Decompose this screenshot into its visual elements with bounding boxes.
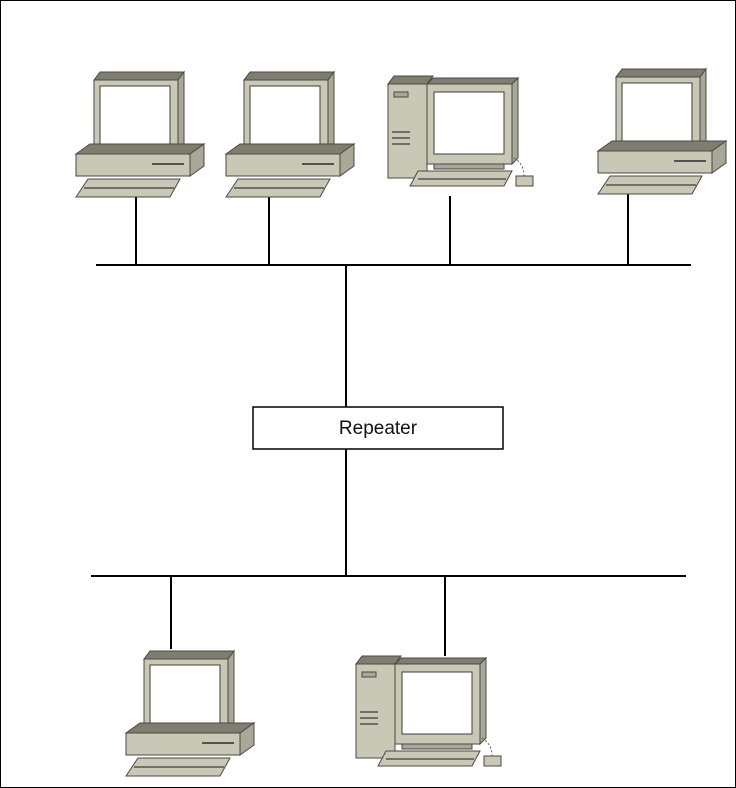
desktop-computer-icon (74, 70, 206, 198)
computers-layer (74, 67, 728, 777)
desktop-computer-icon (596, 67, 728, 195)
tower-computer-icon (355, 655, 502, 767)
repeater-node: Repeater (252, 406, 504, 450)
repeater-label: Repeater (339, 418, 418, 439)
desktop-computer-icon (124, 649, 256, 777)
tower-computer-icon (387, 75, 534, 187)
repeater-box (252, 406, 504, 450)
desktop-computer-icon (224, 70, 356, 198)
